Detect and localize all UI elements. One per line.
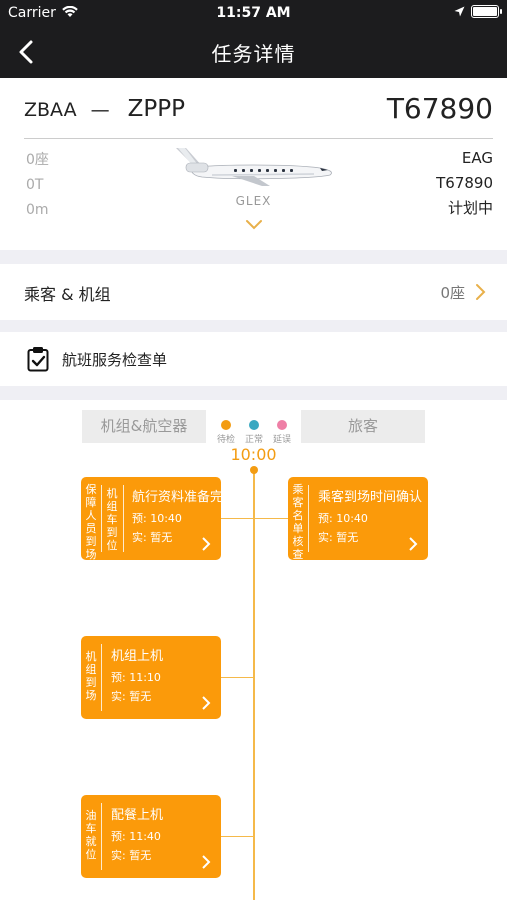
task-card[interactable]: 乘客名单核查 乘客到场时间确认 预: 10:40 实: 暂无 [288, 477, 428, 560]
task-card[interactable]: 油车就位 配餐上机 预: 11:40 实: 暂无 [81, 795, 221, 878]
connector-line [221, 836, 253, 837]
task-category: 机组到场 [85, 650, 97, 702]
tab-crew-aircraft[interactable]: 机组&航空器 [82, 410, 206, 443]
task-title: 机组上机 [111, 649, 164, 664]
timeline-start-dot [250, 466, 258, 474]
divider [24, 138, 493, 139]
task-actual-time: 实: 暂无 [111, 849, 152, 862]
legend-pending-dot [221, 420, 231, 430]
task-timeline: 机组&航空器 旅客 待检 正常 延误 10:00 保障人员到场 机组车到位 航行… [0, 400, 507, 900]
distance-value: 0m [26, 202, 49, 218]
wifi-icon [62, 6, 78, 17]
connector-line [221, 518, 253, 519]
flight-stats-left: 0座 0T 0m [26, 148, 49, 223]
task-divider [123, 485, 124, 552]
chevron-down-icon[interactable] [244, 218, 264, 232]
flight-number: T67890 [386, 92, 493, 125]
task-title: 乘客到场时间确认 [318, 490, 423, 505]
chevron-right-icon [202, 696, 211, 710]
aircraft-model: GLEX [235, 194, 272, 208]
clipboard-check-icon [27, 347, 49, 372]
legend-normal: 正常 [239, 420, 269, 445]
task-title: 配餐上机 [111, 808, 164, 823]
back-arrow-icon[interactable] [14, 38, 42, 66]
connector-line [255, 518, 288, 519]
legend-pending: 待检 [211, 420, 241, 445]
passengers-crew-label: 乘客 & 机组 [24, 285, 111, 304]
chevron-right-icon [202, 537, 211, 551]
flight-summary-card: ZBAA — ZPPP T67890 0座 0T 0m EAG T67890 计划中… [0, 78, 507, 250]
connector-line [221, 677, 253, 678]
seat-count: 0座 [26, 152, 49, 168]
route: ZBAA — ZPPP [24, 96, 185, 122]
tab-passengers[interactable]: 旅客 [301, 410, 425, 443]
battery-icon [471, 5, 502, 18]
chevron-right-icon [409, 537, 418, 551]
legend-delayed-dot [277, 420, 287, 430]
task-category: 油车就位 [85, 809, 97, 861]
legend-normal-dot [249, 420, 259, 430]
flight-stats-right: EAG T67890 计划中 [436, 146, 493, 221]
timeline-axis [253, 470, 255, 900]
service-checklist-row[interactable]: 航班服务检查单 [0, 332, 507, 386]
carrier-label: Carrier [8, 5, 56, 21]
nav-bar: 任务详情 [0, 26, 507, 78]
operator-code: EAG [461, 149, 493, 167]
passengers-crew-row[interactable]: 乘客 & 机组 0座 [0, 264, 507, 320]
task-divider [101, 803, 102, 870]
task-actual-time: 实: 暂无 [132, 531, 173, 544]
task-planned-time: 预: 10:40 [318, 512, 368, 525]
task-card[interactable]: 机组到场 机组上机 预: 11:10 实: 暂无 [81, 636, 221, 719]
origin-code: ZBAA [24, 99, 77, 121]
task-subcategory: 机组车到位 [106, 487, 118, 552]
task-card[interactable]: 保障人员到场 机组车到位 航行资料准备完 预: 10:40 实: 暂无 [81, 477, 221, 560]
task-divider [308, 485, 309, 552]
task-planned-time: 预: 11:40 [111, 830, 161, 843]
legend-delayed: 延误 [267, 420, 297, 445]
task-actual-time: 实: 暂无 [318, 531, 359, 544]
aircraft-image [176, 148, 332, 186]
weight-value: 0T [26, 177, 44, 193]
destination-code: ZPPP [127, 96, 185, 122]
task-category: 保障人员到场 [85, 483, 97, 560]
task-category: 乘客名单核查 [292, 483, 304, 560]
task-actual-time: 实: 暂无 [111, 690, 152, 703]
page-title: 任务详情 [211, 42, 296, 66]
chevron-right-icon [202, 855, 211, 869]
route-separator: — [90, 99, 110, 121]
status-bar: Carrier 11:57 AM [0, 0, 507, 26]
task-title: 航行资料准备完 [132, 490, 221, 505]
location-arrow-icon [454, 6, 465, 17]
task-planned-time: 预: 11:10 [111, 671, 161, 684]
chevron-right-icon [476, 284, 486, 300]
timeline-start-time: 10:00 [230, 445, 277, 464]
task-divider [101, 644, 102, 711]
passengers-crew-count: 0座 [440, 284, 465, 302]
task-divider [101, 485, 102, 552]
task-planned-time: 预: 10:40 [132, 512, 182, 525]
service-checklist-label: 航班服务检查单 [62, 351, 168, 369]
tail-number: T67890 [436, 174, 493, 192]
status-time: 11:57 AM [216, 5, 291, 21]
flight-status: 计划中 [447, 199, 493, 217]
